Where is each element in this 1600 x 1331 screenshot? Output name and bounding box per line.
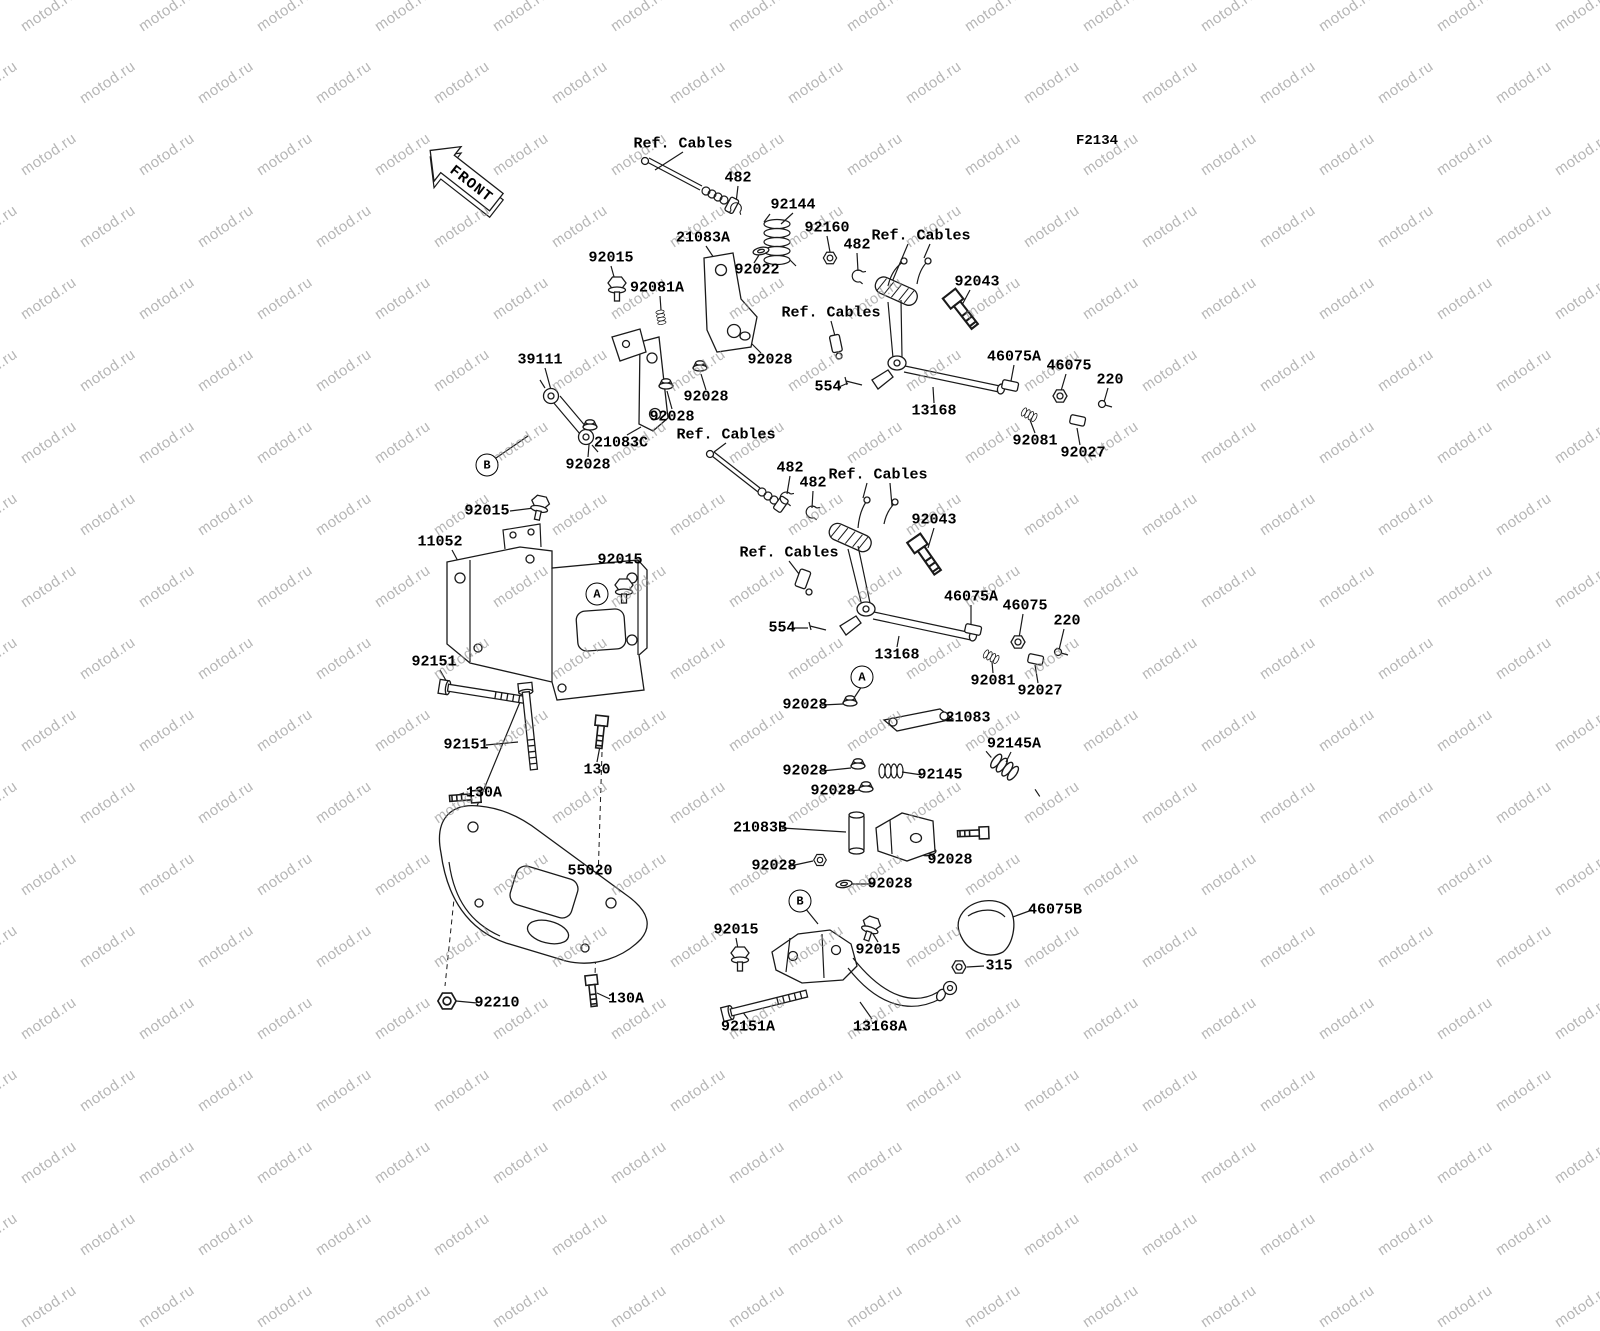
watermark-text: motod.ru	[607, 1281, 670, 1331]
bolt-92015-1	[607, 276, 627, 302]
watermark-text: motod.ru	[1492, 1209, 1555, 1260]
parts-diagram: FRONT	[429, 145, 1113, 1023]
collar-92027-middle	[1027, 653, 1045, 666]
lever-21083A	[703, 252, 758, 353]
watermark-text: motod.ru	[1197, 1281, 1260, 1331]
bushing-92028-4	[842, 695, 858, 707]
bolt-92043-middle	[906, 532, 946, 578]
bolt-92015-4	[730, 946, 750, 972]
nut-92160	[822, 251, 838, 265]
nut-315	[951, 960, 967, 974]
watermark-text: motod.ru	[1374, 1209, 1437, 1260]
bolt-92015-5	[857, 914, 883, 944]
skid-plate-55020	[438, 804, 648, 964]
bushing-92028-1	[692, 360, 708, 372]
throttle-cable-top	[640, 156, 740, 215]
bushing-92028-5	[850, 758, 866, 770]
watermark-text: motod.ru	[666, 1209, 729, 1260]
leader-lines	[439, 151, 1109, 1020]
shift-linkage-middle	[794, 496, 978, 642]
bolt-92151-a	[437, 678, 527, 708]
exploded-view-svg: FRONT	[429, 145, 1113, 1023]
spring-92081A	[655, 309, 667, 326]
nut-92210	[437, 992, 457, 1010]
watermark-text: motod.ru	[1433, 1281, 1496, 1331]
watermark-text: motod.ru	[902, 1209, 965, 1260]
watermark-text: motod.ru	[1138, 1209, 1201, 1260]
watermark-text: motod.ru	[17, 1281, 80, 1331]
watermark-text: motod.ru	[1020, 1209, 1083, 1260]
throttle-cable-mid	[705, 449, 789, 513]
bolt-92015-2	[527, 493, 552, 523]
watermark-text: motod.ru	[194, 1209, 257, 1260]
lever-21083C	[611, 328, 669, 432]
spring-92144	[763, 213, 797, 267]
nut-92028	[813, 853, 827, 867]
cover-46075B	[957, 899, 1015, 956]
washer-92022	[751, 245, 771, 257]
lower-lever-13168A	[771, 929, 958, 1007]
watermark-text: motod.ru	[76, 1209, 139, 1260]
watermark-text: motod.ru	[725, 1281, 788, 1331]
bushing-92028-3	[582, 419, 598, 431]
washer-92028-2	[834, 878, 854, 890]
watermark-text: motod.ru	[961, 1281, 1024, 1331]
watermark-text: motod.ru	[784, 1209, 847, 1260]
nut-46075-upper	[1052, 389, 1068, 403]
collar-92027-upper	[1069, 414, 1087, 427]
cable-barrel-upper	[828, 333, 843, 360]
watermark-text: motod.ru	[253, 1281, 316, 1331]
screw-220-middle	[1053, 647, 1069, 657]
watermark-text: motod.ru	[1256, 1209, 1319, 1260]
bracket-11052	[446, 523, 648, 701]
watermark-text: motod.ru	[843, 1281, 906, 1331]
bolt-92043-upper	[941, 287, 983, 333]
bolt-92151A	[719, 986, 810, 1023]
spring-92145A	[985, 750, 1041, 797]
bolt-130A-2	[584, 973, 601, 1008]
watermark-text: motod.ru	[0, 1209, 21, 1260]
watermark-text: motod.ru	[430, 1209, 493, 1260]
watermark-text: motod.ru	[371, 1281, 434, 1331]
watermark-text: motod.ru	[312, 1209, 375, 1260]
watermark-text: motod.ru	[1079, 1281, 1142, 1331]
watermark-text: motod.ru	[489, 1281, 552, 1331]
joint-46075A-upper	[1001, 379, 1020, 392]
spring-92081-middle	[981, 648, 1001, 665]
bushing-92028-2	[658, 378, 674, 390]
watermark-text: motod.ru	[548, 1209, 611, 1260]
watermark-text: motod.ru	[1551, 1281, 1600, 1331]
screw-220-upper	[1097, 399, 1113, 409]
shift-linkage-upper	[871, 257, 1006, 395]
nut-46075-middle	[1010, 635, 1026, 649]
joint-46075A-middle	[964, 623, 983, 636]
front-arrow: FRONT	[429, 145, 505, 219]
spring-92145	[878, 763, 904, 779]
link-rod-39111	[539, 379, 599, 453]
pin-554-middle	[808, 621, 827, 631]
bolt-130A-1	[448, 789, 482, 806]
bolt-130	[591, 714, 610, 750]
watermark-text: motod.ru	[135, 1281, 198, 1331]
tie-rod-assembly-21083	[848, 708, 990, 862]
spring-92081-upper	[1019, 406, 1039, 423]
watermark-text: motod.ru	[1315, 1281, 1378, 1331]
bushing-92028-6	[858, 781, 874, 793]
